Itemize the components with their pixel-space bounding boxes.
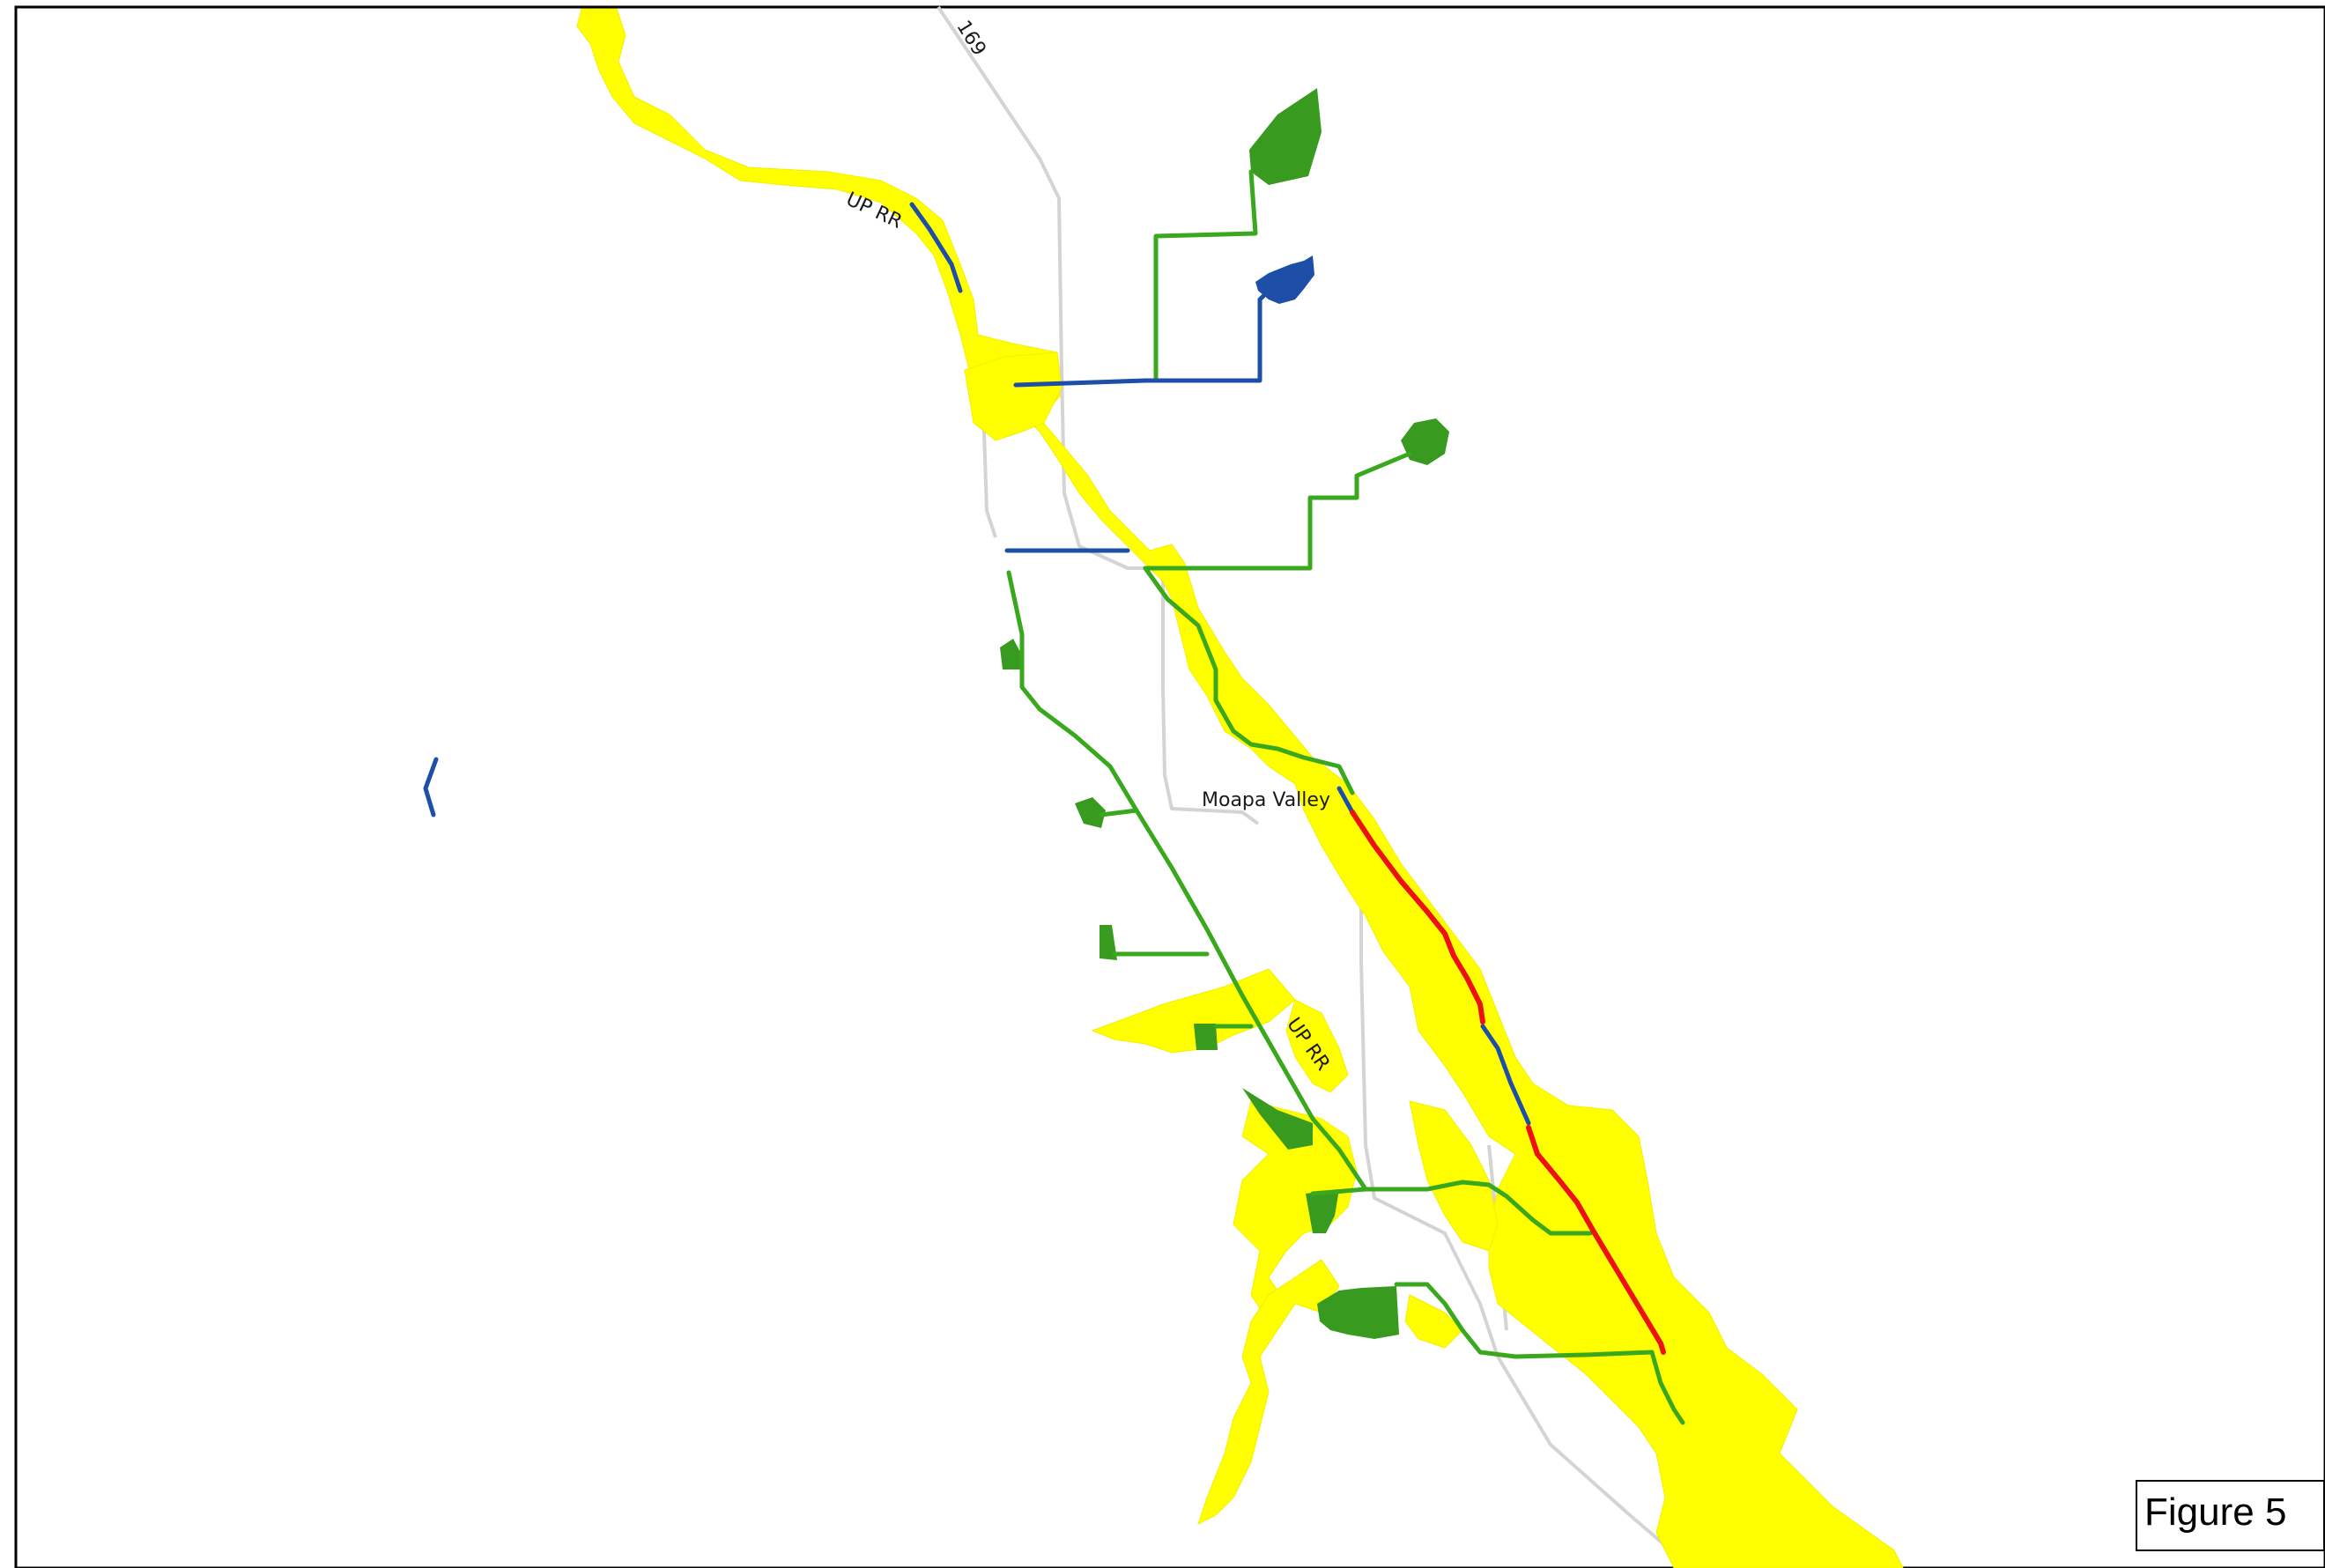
green-pipeline-east [1143, 451, 1412, 571]
figure-label: Figure 5 [2144, 1490, 2287, 1534]
road-valley [1359, 863, 1693, 1568]
blue-pipeline-west-marker [423, 757, 439, 817]
road-central [1161, 568, 1260, 825]
green-area-west-1 [1000, 639, 1020, 669]
green-pipeline-valley [1143, 566, 1355, 795]
figure-label-box: Figure 5 [2136, 1480, 2325, 1551]
map-border [14, 5, 2325, 1568]
green-area-west-4 [1194, 1024, 1218, 1050]
green-area-reservoir-east [1401, 418, 1449, 465]
red-pipelines [1350, 810, 1666, 1355]
place-label-moapa-valley: Moapa Valley [1202, 789, 1330, 811]
blue-pipelines [423, 202, 1531, 1126]
blue-pipeline-north [909, 202, 963, 293]
green-pipeline-south [1394, 1282, 1685, 1425]
green-area-mid-2 [1306, 1189, 1339, 1233]
blue-reservoir [1255, 255, 1314, 304]
red-pipeline-north-segment [1350, 810, 1485, 1024]
green-areas [1000, 88, 1449, 1339]
highway-169 [937, 5, 1163, 570]
floodplain-mid-west [1233, 1100, 1358, 1322]
blue-pipeline-valley-north [1337, 786, 1355, 815]
green-pipelines [1006, 169, 1685, 1425]
green-area-reservoir-north [1249, 88, 1322, 185]
green-pipeline-branch-1 [1099, 808, 1139, 817]
floodplain-west-spur [1285, 999, 1349, 1093]
green-area-west-3 [1100, 925, 1117, 960]
floodplain-zone [576, 8, 1904, 1568]
floodplain-west-branch [1091, 968, 1296, 1054]
floodplain-central-lower [1409, 1100, 1499, 1252]
floodplain-north-wash [576, 8, 1904, 1568]
floodplain-south-west [1197, 1259, 1340, 1525]
green-area-west-2 [1075, 797, 1106, 828]
green-pipeline-north [1153, 169, 1258, 381]
blue-pipeline-reservoir [1013, 288, 1271, 388]
red-pipeline-south-segment [1526, 1125, 1666, 1355]
green-pipeline-west-main [1006, 570, 1368, 1192]
green-area-mid-1 [1242, 1088, 1313, 1150]
blue-pipeline-valley-mid [1480, 1024, 1531, 1126]
floodplain-south-east [1404, 1294, 1463, 1349]
green-area-south [1317, 1286, 1399, 1339]
green-pipeline-south-crossing [1310, 1180, 1593, 1236]
floodplain-upper-bulge [964, 351, 1063, 441]
